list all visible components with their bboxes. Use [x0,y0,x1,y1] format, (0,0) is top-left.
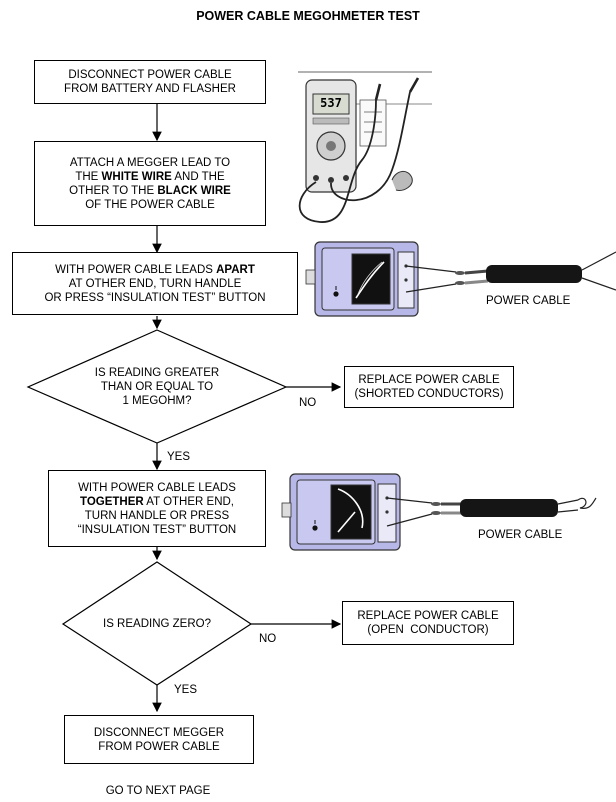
apart-emphasis: APART [216,263,255,276]
result-replace-open: REPLACE POWER CABLE (OPEN CONDUCTOR) [342,601,514,645]
step-3-line-2: AT OTHER END, TURN HANDLE [68,277,242,290]
white-wire-emphasis: WHITE WIRE [101,170,172,183]
yes-label-1: YES [167,451,191,463]
decision-1-line-1: IS READING GREATER [94,367,220,379]
step-3-text: WITH POWER CABLE LEADS [55,263,217,276]
go-to-next-page: GO TO NEXT PAGE [105,785,211,797]
decision-diamond-2 [61,561,253,686]
step-2-line-3: OTHER TO THE BLACK WIRE [69,184,231,198]
decision-2-text: IS READING ZERO? [103,618,211,630]
step-4-line-2: TOGETHER AT OTHER END, [80,495,234,509]
step-leads-apart: WITH POWER CABLE LEADS APART AT OTHER EN… [12,252,298,315]
step-5-line-2: FROM POWER CABLE [98,740,220,753]
result-2-line-2: (OPEN CONDUCTOR) [367,624,489,636]
result-2-line-1: REPLACE POWER CABLE [357,610,499,622]
step-4-text: AT OTHER END, [143,495,234,508]
step-3-line-3: OR PRESS “INSULATION TEST” BUTTON [44,291,266,304]
decision-1-line-3: 1 MEGOHM? [122,395,192,407]
step-2-text: THE [75,170,102,183]
power-cable-label-1: POWER CABLE [486,295,571,307]
step-5-line-1: DISCONNECT MEGGER [93,726,225,739]
step-4-line-4: “INSULATION TEST” BUTTON [77,523,237,536]
result-replace-shorted: REPLACE POWER CABLE (SHORTED CONDUCTORS) [344,366,514,408]
step-1-line-1: DISCONNECT POWER CABLE [68,69,232,81]
page-title: POWER CABLE MEGOHMETER TEST [196,9,420,23]
step-2-text: AND THE [171,170,225,183]
meter-readout: 537 [320,96,342,110]
step-disconnect-megger: DISCONNECT MEGGER FROM POWER CABLE [64,715,254,764]
step-2-text: OTHER TO THE [69,184,158,197]
step-3-line-1: WITH POWER CABLE LEADS APART [55,263,255,277]
megger-together-illustration [281,473,597,551]
power-cable-label-2: POWER CABLE [478,529,563,541]
black-wire-emphasis: BLACK WIRE [157,184,231,197]
step-2-line-4: OF THE POWER CABLE [85,198,215,211]
no-label-1: NO [299,397,317,409]
decision-diamond-1 [26,329,288,444]
result-1-line-1: REPLACE POWER CABLE [358,374,500,386]
megohmmeter-photo [298,71,432,223]
together-emphasis: TOGETHER [80,495,144,508]
no-label-2: NO [259,633,277,645]
step-1-line-2: FROM BATTERY AND FLASHER [64,83,236,95]
yes-label-2: YES [174,684,198,696]
step-leads-together: WITH POWER CABLE LEADS TOGETHER AT OTHER… [48,470,266,547]
step-attach-megger-leads: ATTACH A MEGGER LEAD TO THE WHITE WIRE A… [34,141,266,226]
step-4-line-1: WITH POWER CABLE LEADS [78,481,236,494]
decision-1-line-2: THAN OR EQUAL TO [100,381,214,393]
decision-1-text: IS READING GREATER THAN OR EQUAL TO 1 ME… [77,366,237,408]
megger-apart-illustration [305,241,616,317]
result-1-line-2: (SHORTED CONDUCTORS) [354,388,504,400]
step-2-line-2: THE WHITE WIRE AND THE [75,170,224,184]
step-2-line-1: ATTACH A MEGGER LEAD TO [69,156,231,169]
step-4-line-3: TURN HANDLE OR PRESS [84,509,230,522]
step-disconnect-power-cable: DISCONNECT POWER CABLE FROM BATTERY AND … [34,60,266,104]
